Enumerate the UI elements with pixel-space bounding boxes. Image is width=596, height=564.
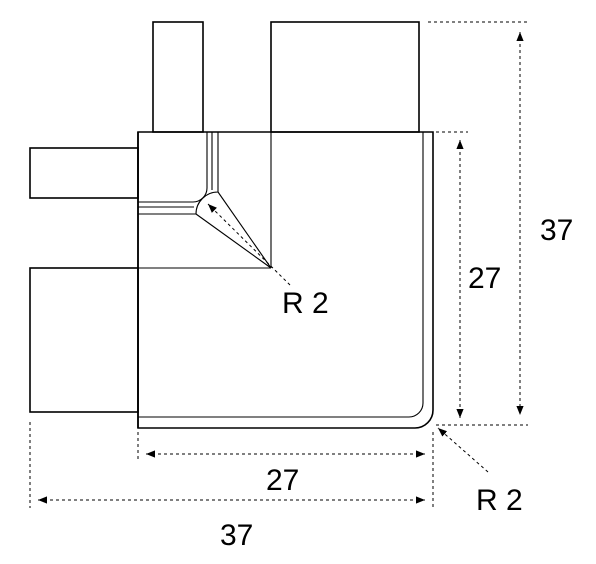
height-27-dimension: 27 (436, 131, 501, 418)
inner-radius-callout: R 2 (207, 203, 329, 320)
left-large-tab (29, 267, 139, 413)
inner-corner-bend (137, 132, 272, 428)
height-27-label: 27 (468, 262, 501, 295)
height-37-label: 37 (540, 214, 573, 247)
width-27-label: 27 (266, 464, 299, 497)
width-37-label: 37 (220, 519, 253, 552)
inner-radius-label: R 2 (282, 287, 329, 320)
left-small-tab (29, 147, 139, 199)
outer-radius-label: R 2 (476, 484, 523, 517)
width-37-dimension: 37 (29, 422, 425, 552)
outer-radius-callout: R 2 (437, 427, 523, 517)
main-body (137, 131, 434, 429)
top-left-tab (152, 21, 204, 133)
width-27-dimension: 27 (137, 432, 434, 508)
top-right-tab (270, 21, 420, 133)
height-37-dimension: 37 (428, 21, 573, 426)
